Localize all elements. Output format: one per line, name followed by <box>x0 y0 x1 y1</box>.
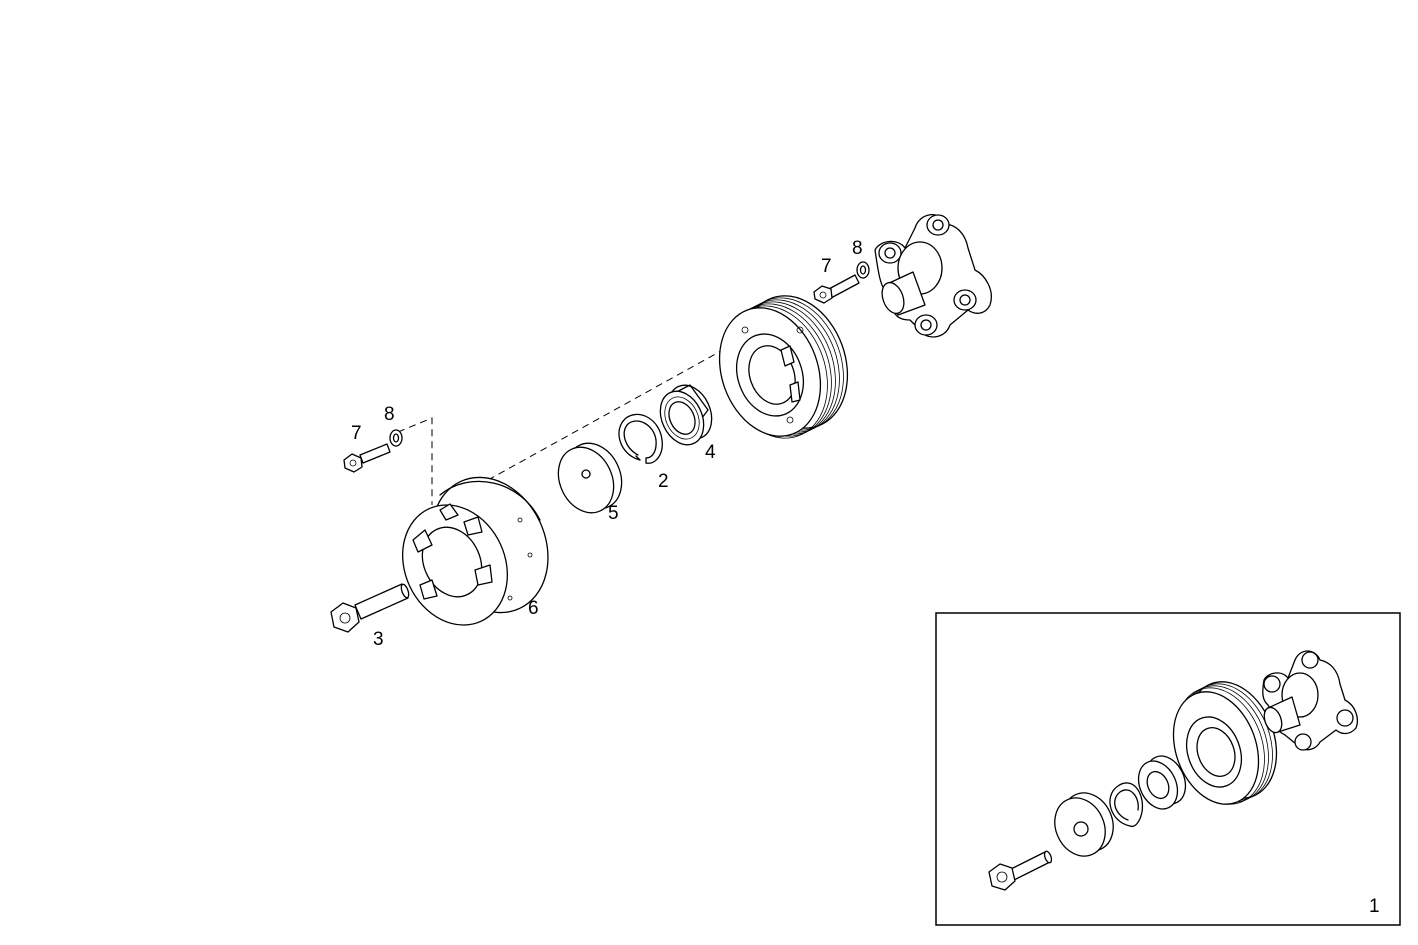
inset-disc <box>1054 792 1114 857</box>
callout-7-right: 7 <box>821 256 832 277</box>
bolt-7-right <box>813 274 860 304</box>
circlip-2 <box>618 413 663 464</box>
bearing-4 <box>659 384 713 446</box>
inset-bearing <box>1137 755 1187 810</box>
inset-circlip <box>1109 782 1144 828</box>
callout-5: 5 <box>608 503 619 524</box>
inset-compressor-mount <box>1262 650 1359 751</box>
callout-6: 6 <box>528 598 539 619</box>
washer-8-right <box>856 261 870 279</box>
kit-inset: 1 <box>935 612 1401 926</box>
inset-bolt <box>988 850 1053 891</box>
callout-8-right: 8 <box>852 238 863 259</box>
disc-5 <box>557 442 623 514</box>
washer-8-left <box>389 429 403 447</box>
assembly-guide-lines <box>397 345 731 505</box>
pulley-hub-6 <box>402 476 549 626</box>
callout-8-left: 8 <box>384 404 395 425</box>
inset-pulley <box>1172 681 1278 805</box>
bolt-3 <box>330 583 410 633</box>
compressor-mount-flange <box>874 214 992 338</box>
callout-4: 4 <box>705 442 716 463</box>
callout-3: 3 <box>373 629 384 650</box>
grooved-pulley <box>718 295 849 439</box>
callout-1: 1 <box>1369 896 1380 917</box>
callout-7-left: 7 <box>351 423 362 444</box>
bolt-7-left <box>343 443 391 473</box>
callout-2: 2 <box>658 471 669 492</box>
